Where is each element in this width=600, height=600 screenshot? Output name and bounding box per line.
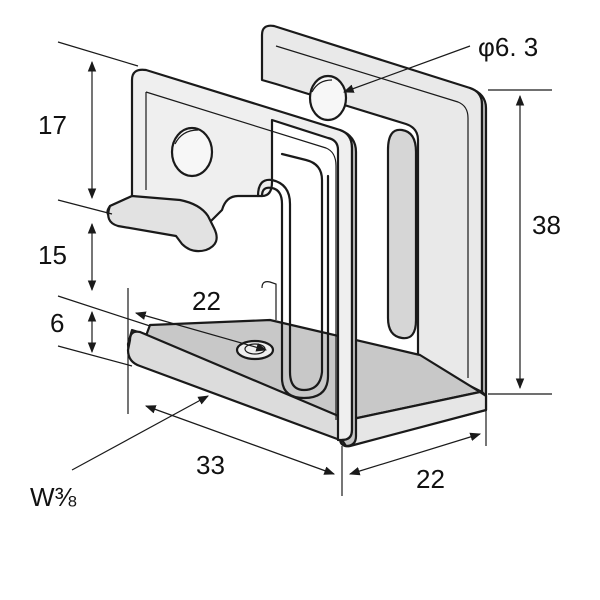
ext-line-base-bottom xyxy=(57,345,133,367)
dim-line-33 xyxy=(144,405,336,475)
back-slot xyxy=(386,128,418,340)
dim-line-22-inner xyxy=(134,311,268,352)
front-plate-rim xyxy=(145,91,337,420)
label-height-lower: 6 xyxy=(50,308,64,338)
label-inner-width: 22 xyxy=(192,286,221,316)
dimension-lines xyxy=(57,41,552,496)
bracket-part xyxy=(106,24,488,448)
front-plate-edge xyxy=(338,128,358,448)
ext-line-top xyxy=(57,41,139,67)
inner-step xyxy=(261,281,277,320)
front-mounting-tab xyxy=(107,194,218,253)
dimension-labels: 17 15 6 38 22 33 22 φ6. 3 W⅜ xyxy=(30,32,561,512)
front-slot xyxy=(256,152,324,392)
label-height-middle: 15 xyxy=(38,240,67,270)
back-mounting-hole xyxy=(308,74,348,122)
dim-line-22-width xyxy=(348,432,482,476)
label-width: 22 xyxy=(416,464,445,494)
label-thread: W⅜ xyxy=(30,482,77,512)
front-mounting-hole xyxy=(170,126,214,178)
back-plate-rim xyxy=(275,45,469,378)
label-overall-height: 38 xyxy=(532,210,561,240)
front-hole-shade xyxy=(174,129,199,145)
ext-line-tab xyxy=(57,199,113,215)
back-hole-shade xyxy=(311,79,333,93)
front-slot-inner xyxy=(260,174,330,400)
label-depth: 33 xyxy=(196,450,225,480)
leader-hole-diameter xyxy=(342,45,471,93)
ext-line-base-top xyxy=(57,295,151,327)
label-height-upper: 17 xyxy=(38,110,67,140)
leader-thread xyxy=(71,395,209,471)
label-hole-diameter: φ6. 3 xyxy=(478,32,538,62)
